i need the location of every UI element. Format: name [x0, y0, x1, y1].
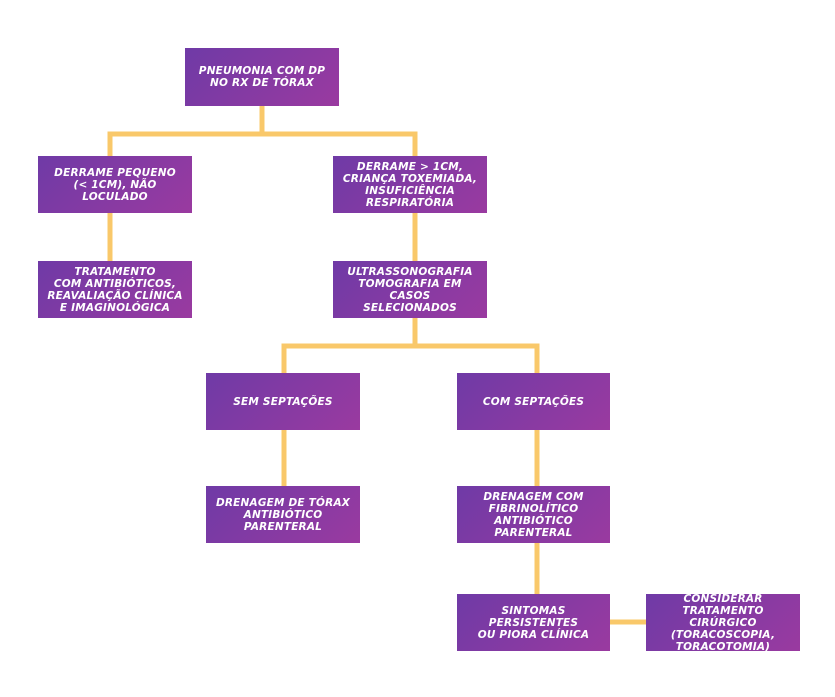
node-antibiotic-treatment: TRATAMENTO COM ANTIBIÓTICOS, REAVALIAÇÃO…	[38, 261, 192, 318]
node-imaging: ULTRASSONOGRAFIA TOMOGRAFIA EM CASOS SEL…	[333, 261, 487, 318]
node-fibrinolytic-drainage: DRENAGEM COM FIBRINOLÍTICO ANTIBIÓTICO P…	[457, 486, 610, 543]
connector-root-branch	[107, 103, 418, 159]
node-surgical-treatment: CONSIDERAR TRATAMENTO CIRÚRGICO (TORACOS…	[646, 593, 800, 653]
node-pneumonia-pleural-effusion: PNEUMONIA COM DP NO RX DE TÓRAX	[185, 48, 339, 106]
connector-imaging-branch	[281, 315, 540, 376]
node-small-effusion: DERRAME PEQUENO (< 1CM), NÃO LOCULADO	[38, 156, 192, 213]
node-persistent-symptoms: SINTOMAS PERSISTENTES OU PIORA CLÍNICA	[457, 594, 610, 651]
node-no-septations: SEM SEPTAÇÕES	[206, 373, 360, 430]
node-large-effusion: DERRAME > 1CM, CRIANÇA TOXEMIADA, INSUFI…	[333, 156, 487, 213]
node-with-septations: COM SEPTAÇÕES	[457, 373, 610, 430]
node-chest-drainage: DRENAGEM DE TÓRAX ANTIBIÓTICO PARENTERAL	[206, 486, 360, 543]
